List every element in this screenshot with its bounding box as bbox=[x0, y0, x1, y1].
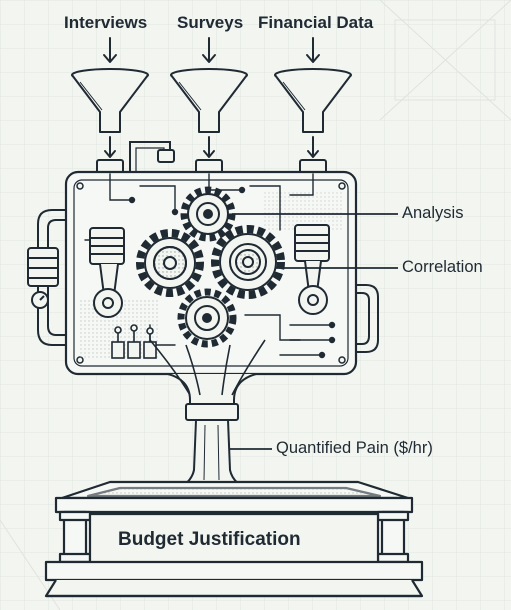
funnel-to-machine-arrows bbox=[104, 136, 319, 158]
gear-bottom bbox=[177, 288, 237, 348]
input-label-interviews: Interviews bbox=[64, 13, 148, 32]
funnels bbox=[71, 68, 352, 133]
right-pipe bbox=[355, 284, 379, 353]
left-piston bbox=[89, 227, 125, 318]
left-pipe bbox=[27, 209, 68, 346]
arrow-interviews bbox=[103, 37, 117, 63]
input-label-surveys: Surveys bbox=[177, 13, 244, 32]
arrow-financial-data bbox=[306, 37, 320, 63]
base-pedestal bbox=[44, 480, 424, 598]
gear-right bbox=[211, 225, 285, 299]
callout-analysis: Analysis bbox=[402, 204, 464, 222]
base-label-budget-justification: Budget Justification bbox=[118, 529, 301, 550]
callout-quantified-pain: Quantified Pain ($/hr) bbox=[276, 439, 433, 457]
arrow-surveys bbox=[202, 37, 216, 63]
merge-lines bbox=[149, 339, 266, 396]
intake-ports bbox=[96, 141, 327, 175]
funnel-interviews bbox=[71, 68, 149, 133]
meters bbox=[111, 324, 157, 359]
funnel-financial-data bbox=[274, 68, 352, 133]
callout-correlation: Correlation bbox=[402, 258, 483, 276]
funnel-surveys bbox=[170, 68, 248, 133]
gear-left bbox=[136, 229, 204, 297]
input-arrows bbox=[103, 37, 320, 63]
callout-lines bbox=[228, 213, 398, 450]
input-label-financial-data: Financial Data bbox=[258, 13, 374, 32]
